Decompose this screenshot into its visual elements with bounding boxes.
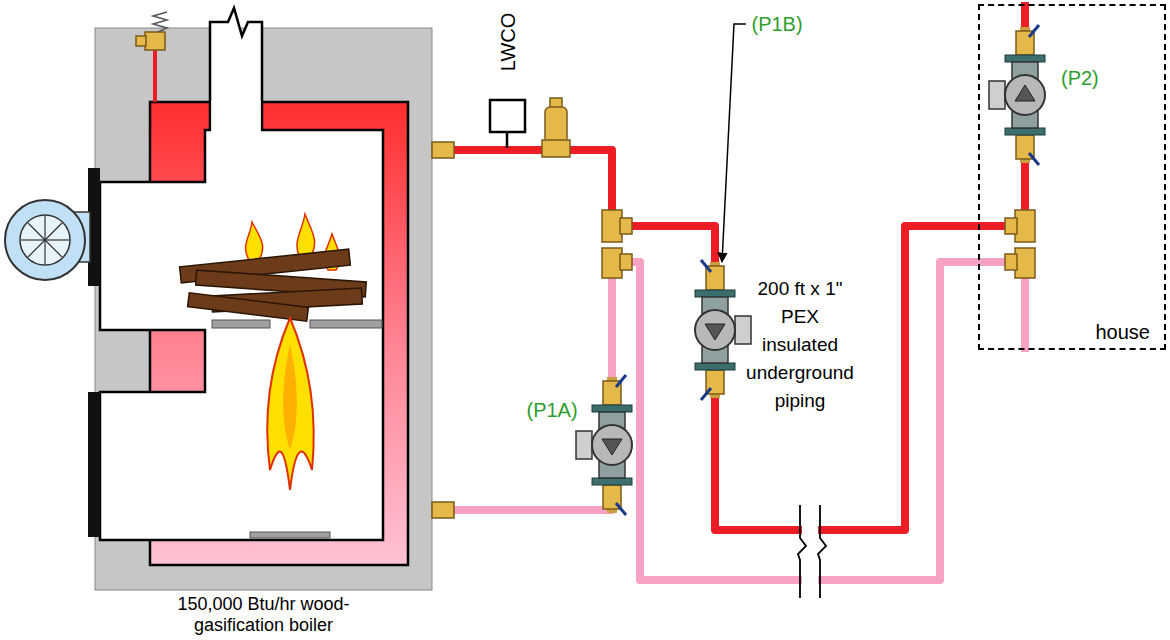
closely-spaced-tees: [602, 210, 632, 278]
boiler-illustration: [136, 36, 146, 46]
pipe-break-symbol: [798, 505, 806, 598]
closely-spaced-tees: [602, 248, 622, 278]
boiler-illustration: [44, 240, 45, 264]
boiler-illustration: [212, 320, 270, 328]
boiler-illustration: [432, 502, 454, 518]
boiler-illustration: [250, 532, 330, 538]
boiler-node: 150,000 Btu/hr wood-gasification boiler: [95, 28, 432, 639]
house-piping: [1021, 272, 1029, 352]
boiler-illustration: [20, 215, 70, 265]
boiler-illustration: [45, 239, 69, 240]
house-piping: [1005, 254, 1017, 270]
boiler-illustration: [246, 222, 263, 262]
boiler-illustration: [310, 320, 382, 328]
closely-spaced-tees: [602, 210, 622, 242]
low-water-cutoff: [506, 132, 509, 148]
boiler-caption: 150,000 Btu/hr wood-gasification boiler: [144, 594, 384, 636]
air-separator: [542, 98, 570, 157]
boiler-illustration: [45, 223, 62, 240]
supply-pipe: [432, 150, 978, 530]
closely-spaced-tees: [620, 254, 632, 270]
boiler-illustration: [28, 223, 45, 240]
piping-note: 200 ft x 1" PEX insulated underground pi…: [743, 275, 858, 415]
pump-p1a: [576, 375, 632, 515]
leader-line: [722, 24, 746, 262]
low-water-cutoff: [490, 100, 525, 132]
closely-spaced-tees: [620, 218, 632, 234]
boiler-illustration: [45, 240, 62, 257]
zone-label: house: [1096, 320, 1151, 344]
boiler-illustration: [95, 28, 432, 590]
air-separator: [542, 140, 570, 157]
boiler-illustration: [21, 216, 69, 264]
pump-callout: (P2): [1061, 66, 1099, 90]
pump-p1b: [695, 260, 751, 400]
boiler-illustration: [153, 50, 157, 102]
low-water-cutoff: [490, 100, 525, 148]
boiler-illustration: [267, 318, 314, 490]
boiler-illustration: [100, 130, 383, 540]
boiler-illustration: [44, 216, 45, 240]
boiler-illustration: [5, 8, 454, 590]
boiler-illustration: [283, 345, 297, 450]
pump-p2: [989, 25, 1045, 165]
boiler-illustration: [28, 240, 45, 257]
house-zone: house: [978, 4, 1166, 350]
component-label: LWCO: [496, 13, 520, 72]
air-separator: [545, 107, 567, 143]
house-piping: [1005, 218, 1017, 234]
pump-callout: (P1A): [527, 398, 578, 422]
boiler-illustration: [5, 200, 85, 280]
boiler-illustration: [145, 32, 165, 50]
boiler-illustration: [153, 12, 167, 32]
pump-callout: (P1B): [752, 12, 803, 36]
boiler-illustration: [297, 214, 315, 258]
boiler-illustration: [21, 239, 45, 240]
boiler-illustration: [88, 392, 100, 537]
house-piping: [1015, 248, 1035, 278]
boiler-illustration: [180, 249, 367, 321]
pipe-break-symbol: [798, 505, 826, 598]
boiler-illustration: [432, 142, 454, 158]
house-piping: [1015, 210, 1035, 242]
pipe-break-symbol: [818, 505, 826, 598]
pipe-break-symbol: [802, 512, 818, 594]
boiler-illustration: [212, 100, 261, 134]
